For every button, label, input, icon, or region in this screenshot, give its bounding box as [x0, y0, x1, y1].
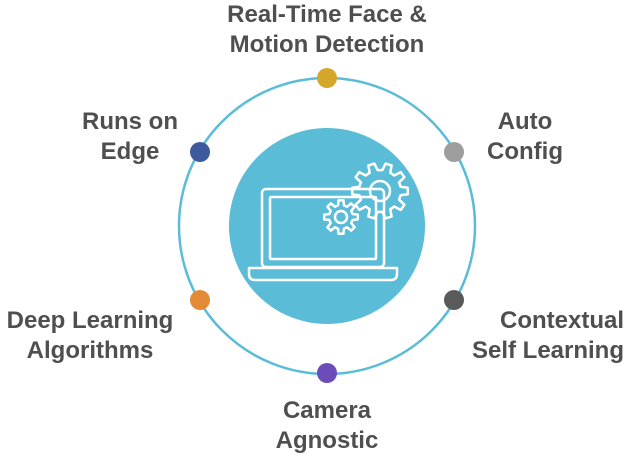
label-line: Camera [282, 397, 372, 424]
label-deep-learning: Deep Learning Algorithms [0, 306, 180, 366]
label-line: Auto [497, 108, 553, 135]
label-contextual-self-learning: Contextual Self Learning [440, 306, 624, 366]
label-line: Deep Learning [6, 307, 174, 334]
dot-auto-config [444, 142, 464, 162]
small-gear-icon [322, 198, 360, 236]
dot-real-time-detection [317, 68, 337, 88]
label-line: Algorithms [26, 337, 154, 364]
label-auto-config: Auto Config [470, 107, 580, 167]
dot-contextual-self-learning [444, 290, 464, 310]
label-runs-on-edge: Runs on Edge [70, 107, 190, 167]
laptop-gears-icon [247, 162, 410, 282]
label-real-time-detection: Real-Time Face & Motion Detection [203, 0, 451, 60]
label-camera-agnostic: Camera Agnostic [247, 396, 407, 456]
dot-deep-learning [190, 290, 210, 310]
label-line: Self Learning [471, 337, 624, 364]
label-line: Contextual [499, 307, 624, 334]
label-line: Agnostic [275, 427, 379, 454]
large-gear-icon [350, 162, 410, 220]
label-line: Runs on [82, 108, 178, 135]
label-line: Edge [100, 138, 160, 165]
label-line: Motion Detection [229, 31, 425, 58]
dot-camera-agnostic [317, 363, 337, 383]
label-line: Real-Time Face & [227, 1, 427, 28]
label-line: Config [487, 138, 563, 165]
dot-runs-on-edge [190, 142, 210, 162]
